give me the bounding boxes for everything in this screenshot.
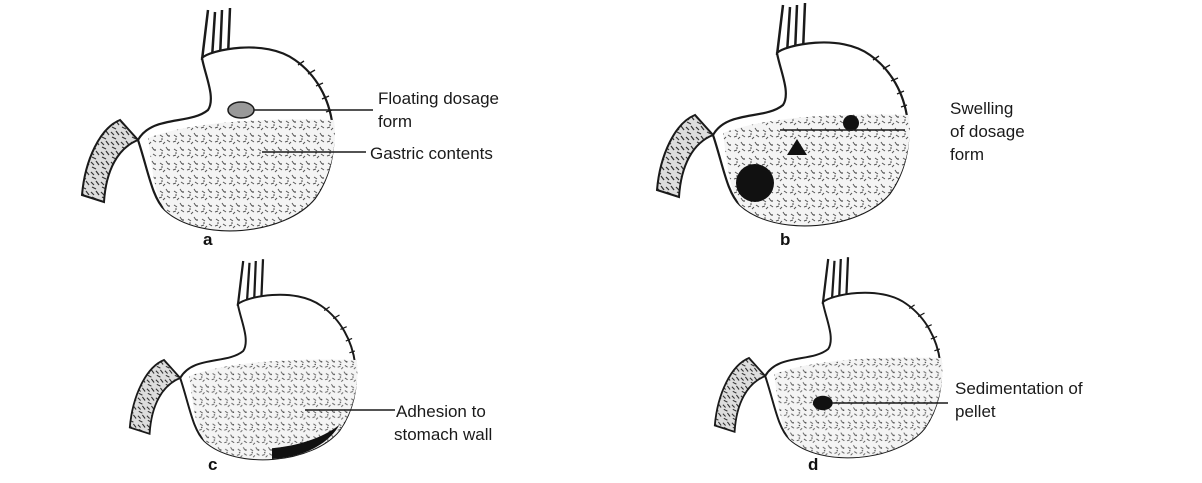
panel-letter-a: a — [203, 230, 212, 250]
panel-letter-d: d — [808, 455, 818, 475]
floating-dosage-form-mark — [228, 102, 254, 118]
panel-a-stomach — [82, 8, 335, 230]
label-swelling-3: form — [950, 144, 984, 165]
swollen-dosage-form-large — [736, 164, 774, 202]
label-floating-dosage-2: form — [378, 111, 412, 132]
label-gastric-contents: Gastric contents — [370, 143, 493, 164]
panel-d-stomach — [715, 257, 943, 457]
panel-c-stomach — [130, 259, 358, 459]
label-sedimentation-2: pellet — [955, 401, 996, 422]
panel-letter-c: c — [208, 455, 217, 475]
label-swelling-1: Swelling — [950, 98, 1013, 119]
label-floating-dosage-1: Floating dosage — [378, 88, 499, 109]
panel-b-stomach — [657, 3, 910, 225]
label-sedimentation-1: Sedimentation of — [955, 378, 1083, 399]
panel-letter-b: b — [780, 230, 790, 250]
label-swelling-2: of dosage — [950, 121, 1025, 142]
label-adhesion-1: Adhesion to — [396, 401, 486, 422]
sediment-pellet-mark — [813, 396, 833, 410]
swollen-dosage-form-small — [843, 115, 859, 131]
label-adhesion-2: stomach wall — [394, 424, 492, 445]
